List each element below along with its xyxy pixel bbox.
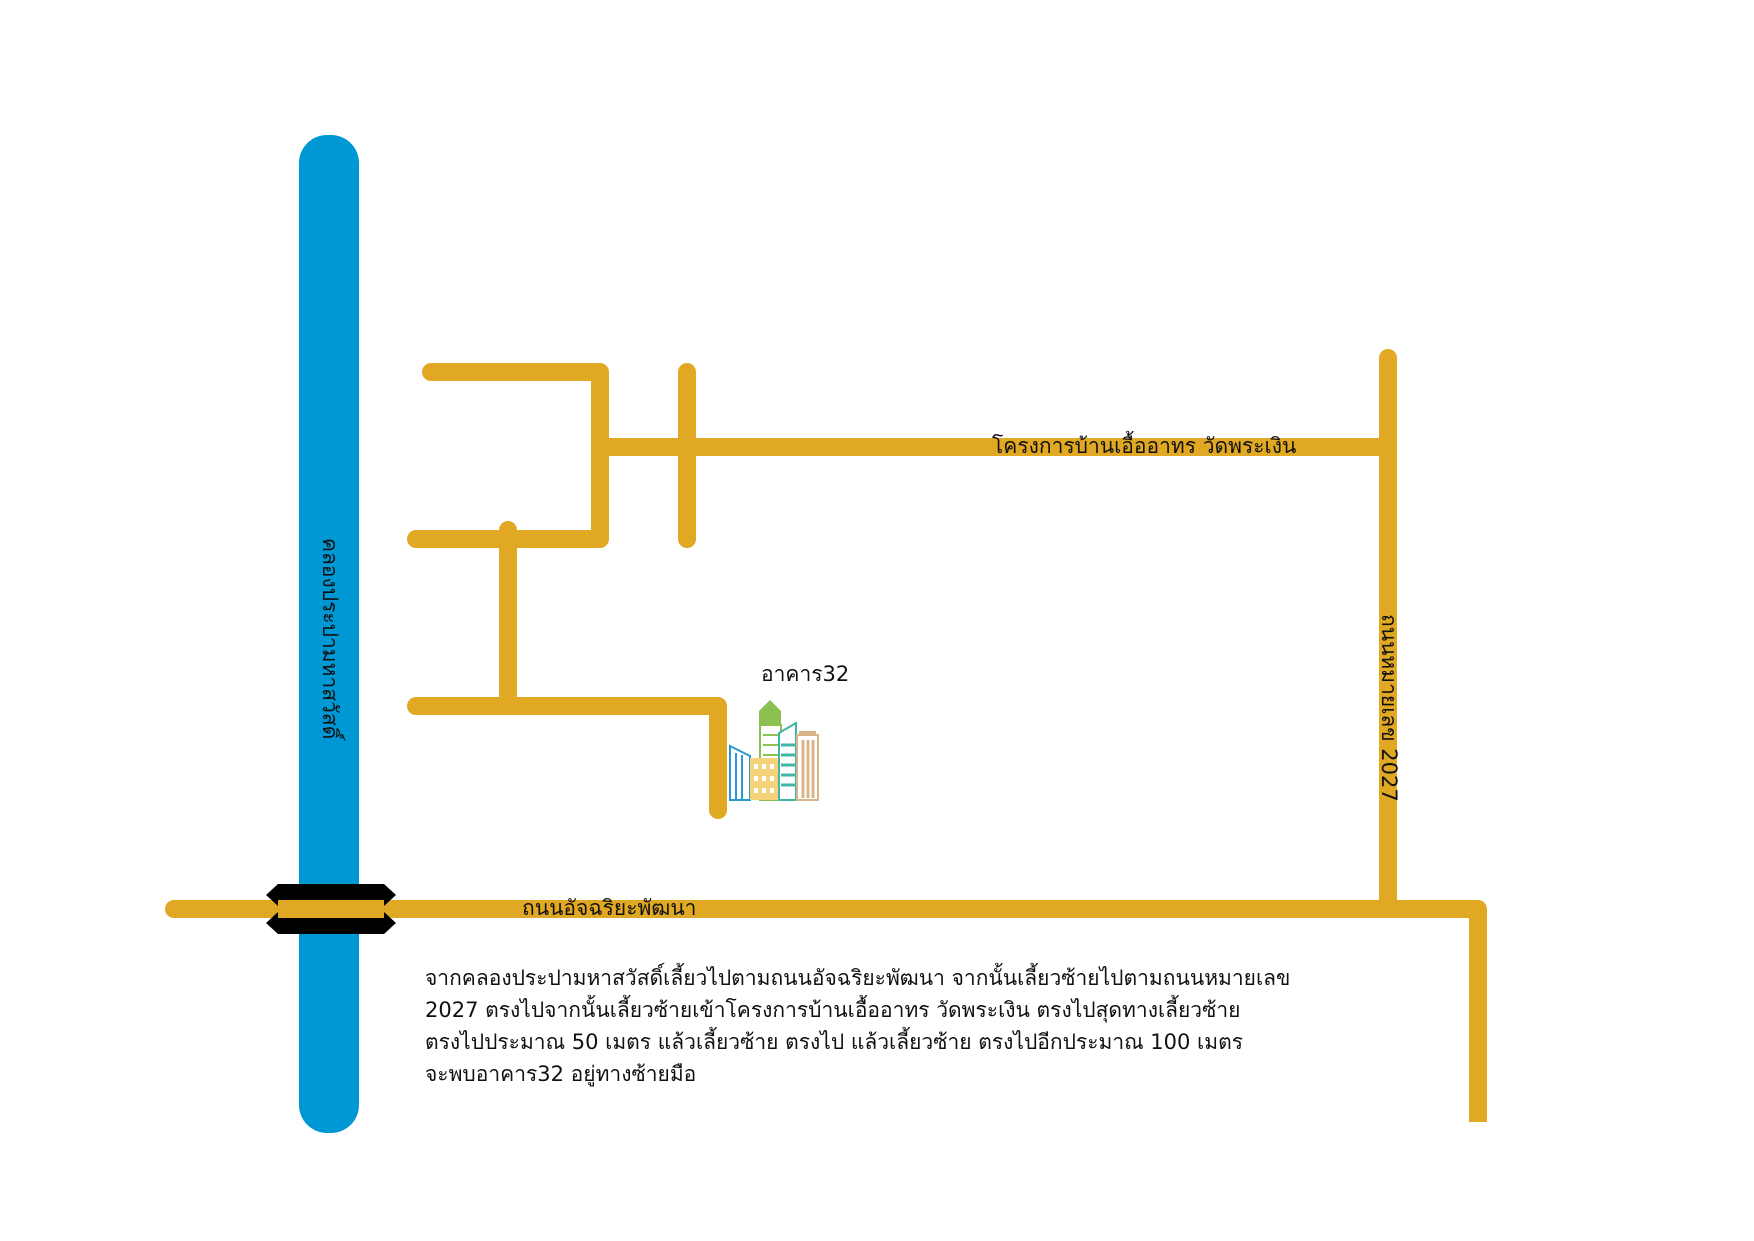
project-label: โครงการบ้านเอื้ออาทร วัดพระเงิน xyxy=(992,434,1297,458)
directions-line: จากคลองประปามหาสวัสดิ์เลี้ยวไปตามถนนอัจฉ… xyxy=(425,966,1291,990)
city-buildings-icon xyxy=(729,700,819,801)
main-road-label: ถนนอัจฉริยะพัฒนา xyxy=(522,896,697,920)
loop-road-upper xyxy=(407,363,609,548)
directions-line: ตรงไปประมาณ 50 เมตร แล้วเลี้ยวซ้าย ตรงไป… xyxy=(425,1030,1243,1054)
directions-text: จากคลองประปามหาสวัสดิ์เลี้ยวไปตามถนนอัจฉ… xyxy=(425,962,1425,1090)
canal xyxy=(299,135,359,1133)
bridge xyxy=(266,884,396,934)
directions-line: จะพบอาคาร32 อยู่ทางซ้ายมือ xyxy=(425,1062,697,1086)
building-label: อาคาร32 xyxy=(761,662,850,686)
canal-label: คลองประปามหาสวัสดิ์ xyxy=(318,538,342,740)
directions-line: 2027 ตรงไปจากนั้นเลี้ยวซ้ายเข้าโครงการบ้… xyxy=(425,998,1241,1022)
main-road xyxy=(174,900,1487,1122)
road-2027-label: ถนนหมายเลข 2027 xyxy=(1377,614,1401,802)
main-road-end xyxy=(165,900,183,918)
building-road xyxy=(407,697,727,819)
